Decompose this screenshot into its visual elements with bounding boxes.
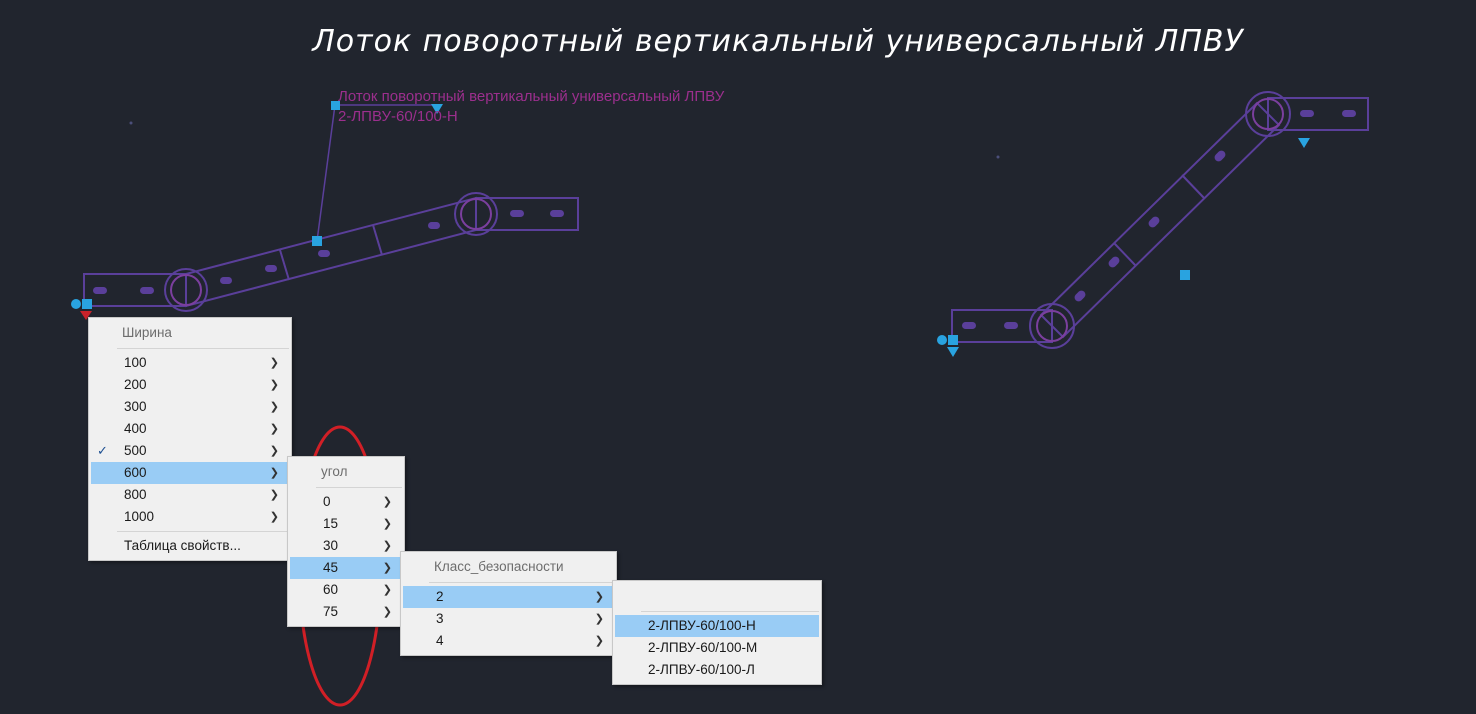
- angle-item-60[interactable]: 60 ❯: [290, 579, 402, 601]
- class-item-4[interactable]: 4❯: [403, 630, 614, 652]
- page-heading: Лоток поворотный вертикальный универсаль…: [312, 24, 1244, 59]
- chevron-right-icon: ❯: [594, 613, 604, 625]
- chevron-right-icon: ❯: [382, 540, 392, 552]
- angle-item-30[interactable]: 30 ❯: [290, 535, 402, 557]
- chevron-right-icon: ❯: [594, 635, 604, 647]
- width-item-label: 300: [124, 399, 147, 414]
- annotation-line-1: Лоток поворотный вертикальный универсаль…: [338, 88, 725, 105]
- width-item-200[interactable]: 200 ❯: [91, 374, 289, 396]
- menu-width-header: Ширина: [122, 325, 172, 340]
- insertion-grip-red[interactable]: [80, 311, 92, 320]
- properties-table-label: Таблица свойств...: [124, 538, 241, 553]
- width-item-300[interactable]: 300 ❯: [91, 396, 289, 418]
- angle-item-0[interactable]: 0❯: [290, 491, 402, 513]
- menu-width: Ширина 100 ❯ 200 ❯ 300 ❯ 400 ❯ ✓ 500 ❯ 600 ❯ 80…: [88, 317, 292, 561]
- drawing-annotation-label[interactable]: Лоток поворотный вертикальный универсаль…: [338, 87, 724, 127]
- menu-safety-class: Класс_безопасности 2❯ 3❯ 4❯: [400, 551, 617, 656]
- width-item-label: 500: [124, 443, 147, 458]
- annotation-line-2: 2-ЛПВУ-60/100-Н: [338, 108, 458, 125]
- width-item-label: 600: [124, 465, 147, 480]
- variant-item-l[interactable]: 2-ЛПВУ-60/100-Л: [615, 659, 819, 681]
- chevron-right-icon: ❯: [269, 445, 279, 457]
- width-item-500[interactable]: ✓ 500 ❯: [91, 440, 289, 462]
- width-item-400[interactable]: 400 ❯: [91, 418, 289, 440]
- chevron-right-icon: ❯: [382, 606, 392, 618]
- width-item-1000[interactable]: 1000 ❯: [91, 506, 289, 528]
- tray-left-15deg[interactable]: [83, 192, 579, 312]
- chevron-right-icon: ❯: [269, 489, 279, 501]
- width-item-100[interactable]: 100 ❯: [91, 352, 289, 374]
- angle-item-45[interactable]: 45 ❯: [290, 557, 402, 579]
- class-item-label: 3: [436, 611, 444, 626]
- tray-right-slots: [962, 110, 1356, 329]
- variant-item-n[interactable]: 2-ЛПВУ-60/100-Н: [615, 615, 819, 637]
- width-item-label: 100: [124, 355, 147, 370]
- width-item-800[interactable]: 800 ❯: [91, 484, 289, 506]
- menu-angle: угол 0❯ 15❯ 30❯ 45❯ 60❯ 75❯: [287, 456, 405, 627]
- chevron-right-icon: ❯: [269, 401, 279, 413]
- width-item-label: 200: [124, 377, 147, 392]
- chevron-right-icon: ❯: [382, 496, 392, 508]
- width-item-label: 800: [124, 487, 147, 502]
- menu-separator: [641, 611, 819, 612]
- drawing-point: [996, 155, 1000, 159]
- chevron-right-icon: ❯: [269, 357, 279, 369]
- menu-separator: [429, 582, 614, 583]
- class-item-3[interactable]: 3❯: [403, 608, 614, 630]
- class-item-label: 2: [436, 589, 444, 604]
- selection-grips-left[interactable]: [71, 101, 443, 309]
- menu-class-header: Класс_безопасности: [434, 559, 564, 574]
- menu-variant: 2-ЛПВУ-60/100-Н 2-ЛПВУ-60/100-М 2-ЛПВУ-6…: [612, 580, 822, 685]
- class-item-label: 4: [436, 633, 444, 648]
- width-item-600[interactable]: 600 ❯: [91, 462, 289, 484]
- drawing-point: [129, 121, 133, 125]
- variant-item-label: 2-ЛПВУ-60/100-Л: [648, 662, 755, 677]
- class-item-2[interactable]: 2❯: [403, 586, 614, 608]
- variant-item-label: 2-ЛПВУ-60/100-М: [648, 640, 758, 655]
- chevron-right-icon: ❯: [269, 379, 279, 391]
- angle-item-label: 75: [323, 604, 339, 619]
- chevron-right-icon: ❯: [382, 562, 392, 574]
- chevron-right-icon: ❯: [382, 518, 392, 530]
- checkmark-icon: ✓: [97, 443, 108, 458]
- chevron-right-icon: ❯: [382, 584, 392, 596]
- variant-item-label: 2-ЛПВУ-60/100-Н: [648, 618, 756, 633]
- angle-item-label: 0: [323, 494, 331, 509]
- menu-separator: [316, 487, 402, 488]
- menu-angle-header: угол: [321, 464, 348, 479]
- chevron-right-icon: ❯: [269, 423, 279, 435]
- chevron-right-icon: ❯: [269, 467, 279, 479]
- angle-item-label: 15: [323, 516, 339, 531]
- chevron-right-icon: ❯: [594, 591, 604, 603]
- menu-variant-header: [613, 584, 821, 608]
- menu-separator: [117, 348, 289, 349]
- width-item-label: 1000: [124, 509, 155, 524]
- angle-item-label: 60: [323, 582, 339, 597]
- variant-item-m[interactable]: 2-ЛПВУ-60/100-М: [615, 637, 819, 659]
- selection-grips-right[interactable]: [937, 138, 1310, 357]
- angle-item-label: 30: [323, 538, 339, 553]
- angle-item-75[interactable]: 75 ❯: [290, 601, 402, 623]
- tray-left-slots: [93, 210, 564, 294]
- width-item-label: 400: [124, 421, 147, 436]
- angle-item-label: 45: [323, 560, 339, 575]
- tray-right-45deg[interactable]: [951, 91, 1369, 349]
- menu-separator: [117, 531, 289, 532]
- angle-item-15[interactable]: 15 ❯: [290, 513, 402, 535]
- properties-table-item[interactable]: Таблица свойств...: [91, 535, 289, 557]
- chevron-right-icon: ❯: [269, 511, 279, 523]
